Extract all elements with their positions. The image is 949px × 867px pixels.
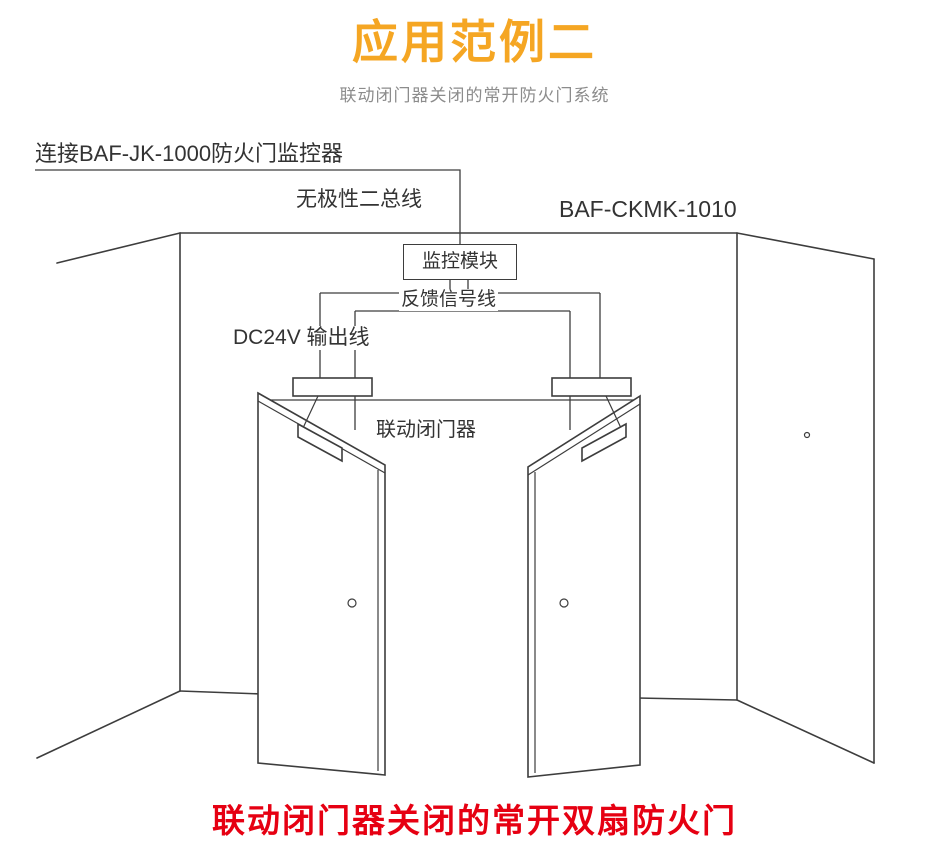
right-closer-mounting-plate <box>551 377 632 397</box>
page-subtitle: 联动闭门器关闭的常开防火门系统 <box>339 86 610 105</box>
monitor-module-box: 监控模块 <box>403 244 517 280</box>
right-closer-body <box>581 422 627 463</box>
label-connect-controller: 连接BAF-JK-1000防火门监控器 <box>35 141 344 166</box>
label-model-number: BAF-CKMK-1010 <box>559 196 737 222</box>
left-door <box>257 391 386 776</box>
footer-caption: 联动闭门器关闭的常开双扇防火门 <box>212 802 737 839</box>
left-door-panel <box>257 391 386 776</box>
label-door-closer: 联动闭门器 <box>374 419 478 442</box>
wall-outline <box>36 232 875 764</box>
bus-wire-line <box>35 169 461 244</box>
wall-right-floor-diagonal <box>736 699 875 764</box>
label-dc24v-wire: DC24V 输出线 <box>231 326 372 351</box>
left-closer-body <box>297 422 343 463</box>
left-closer-mounting-plate <box>292 377 373 397</box>
left-door-closer <box>297 395 343 463</box>
page-title: 应用范例二 <box>352 16 597 68</box>
wall-fixing-dot <box>803 431 811 439</box>
label-bus-wire: 无极性二总线 <box>296 188 422 211</box>
right-door-knob <box>559 598 569 608</box>
floor-line-right <box>636 697 738 701</box>
wall-right-ceiling-diagonal <box>736 232 875 260</box>
right-door <box>527 394 641 778</box>
label-feedback-wire: 反馈信号线 <box>399 289 499 311</box>
wall-left-floor-diagonal <box>36 690 181 759</box>
floor-line-left <box>179 690 263 695</box>
right-door-closer <box>581 395 627 463</box>
wall-left-ceiling-diagonal <box>56 232 181 264</box>
right-door-top-thickness <box>527 403 641 476</box>
right-door-panel <box>527 394 641 778</box>
left-door-knob <box>347 598 357 608</box>
